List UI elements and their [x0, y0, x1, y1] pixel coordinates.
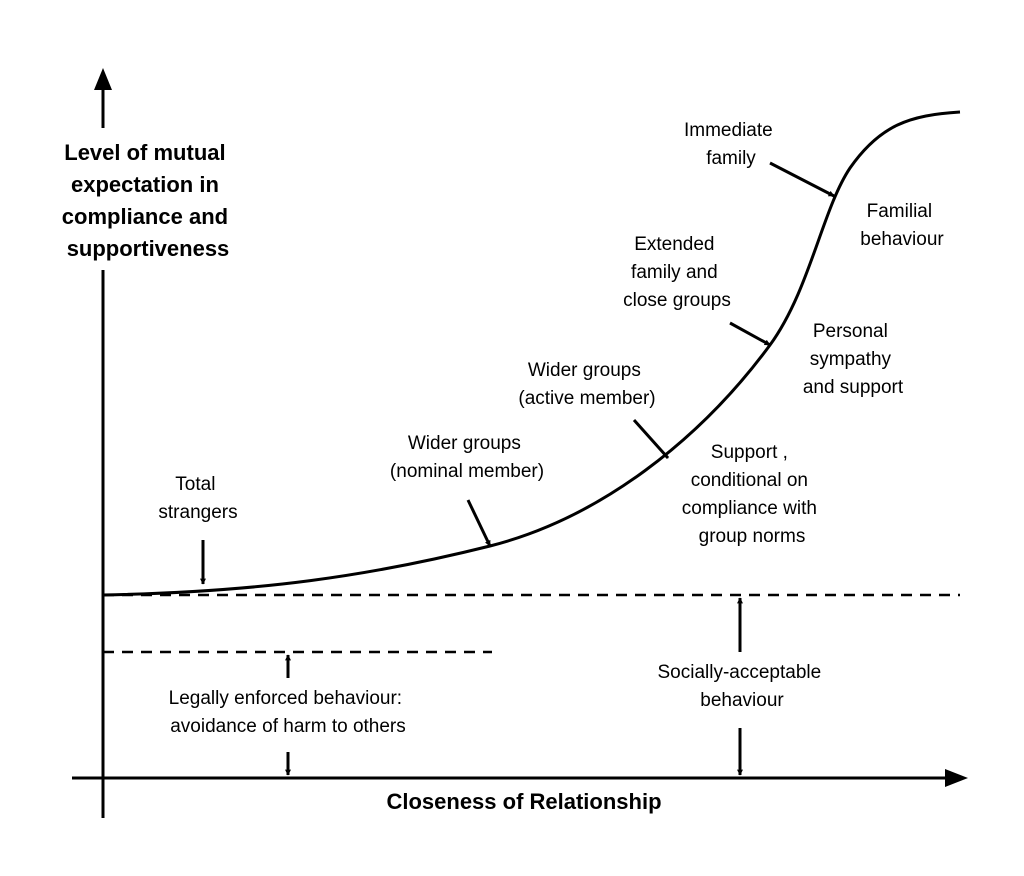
label-personal-line-2: sympathy — [810, 349, 892, 370]
y-axis-arrowhead — [94, 68, 112, 90]
x-axis-arrowhead — [945, 769, 968, 787]
label-total-strangers-line-2: strangers — [158, 502, 237, 523]
label-total-strangers-line-1: Total — [175, 474, 215, 495]
label-conditional-support: Support , conditional on compliance with… — [682, 442, 822, 547]
y-axis-title-line-3: compliance and — [62, 204, 228, 229]
label-conditional-line-3: compliance with — [682, 498, 817, 519]
label-socially-acceptable-line-1: Socially-acceptable — [658, 662, 822, 683]
label-legally-enforced: Legally enforced behaviour: avoidance of… — [169, 688, 408, 737]
label-socially-acceptable: Socially-acceptable behaviour — [658, 662, 827, 711]
label-wider-active-line-1: Wider groups — [528, 360, 641, 381]
label-extended-family-line-3: close groups — [623, 290, 731, 311]
arrow-wider-active — [632, 418, 670, 460]
y-axis-title-line-4: supportiveness — [67, 236, 230, 261]
arrow-extended-family — [729, 321, 771, 347]
label-socially-acceptable-line-2: behaviour — [700, 690, 784, 711]
label-personal-line-3: and support — [803, 377, 904, 398]
label-conditional-line-4: group norms — [699, 526, 806, 547]
label-personal-sympathy: Personal sympathy and support — [803, 321, 904, 398]
label-personal-line-1: Personal — [813, 321, 888, 342]
label-total-strangers: Total strangers — [158, 474, 237, 523]
y-axis-title-line-2: expectation in — [71, 172, 219, 197]
label-familial-line-1: Familial — [867, 201, 932, 222]
label-immediate-family-line-2: family — [706, 148, 756, 169]
label-extended-family-line-2: family and — [631, 262, 718, 283]
y-axis-title-line-1: Level of mutual — [64, 140, 225, 165]
arrow-immediate-family — [769, 161, 835, 198]
label-familial-behaviour: Familial behaviour — [860, 201, 944, 250]
label-legally-enforced-line-1: Legally enforced behaviour: — [169, 688, 402, 709]
label-familial-line-2: behaviour — [860, 229, 944, 250]
label-wider-nominal-line-1: Wider groups — [408, 433, 521, 454]
label-wider-active: Wider groups (active member) — [518, 360, 655, 409]
label-conditional-line-2: conditional on — [691, 470, 808, 491]
arrow-wider-nominal — [466, 499, 492, 547]
x-axis-title: Closeness of Relationship — [386, 789, 661, 814]
expectation-curve — [102, 110, 961, 597]
label-extended-family-line-1: Extended — [634, 234, 714, 255]
label-conditional-line-1: Support , — [711, 442, 788, 463]
label-immediate-family-line-1: Immediate — [684, 120, 773, 141]
label-wider-active-line-2: (active member) — [518, 388, 655, 409]
label-immediate-family: Immediate family — [684, 120, 778, 169]
label-legally-enforced-line-2: avoidance of harm to others — [170, 716, 406, 737]
label-extended-family: Extended family and close groups — [623, 234, 731, 311]
y-axis-title: Level of mutual expectation in complianc… — [62, 140, 234, 261]
label-wider-nominal: Wider groups (nominal member) — [390, 433, 544, 482]
label-wider-nominal-line-2: (nominal member) — [390, 461, 544, 482]
